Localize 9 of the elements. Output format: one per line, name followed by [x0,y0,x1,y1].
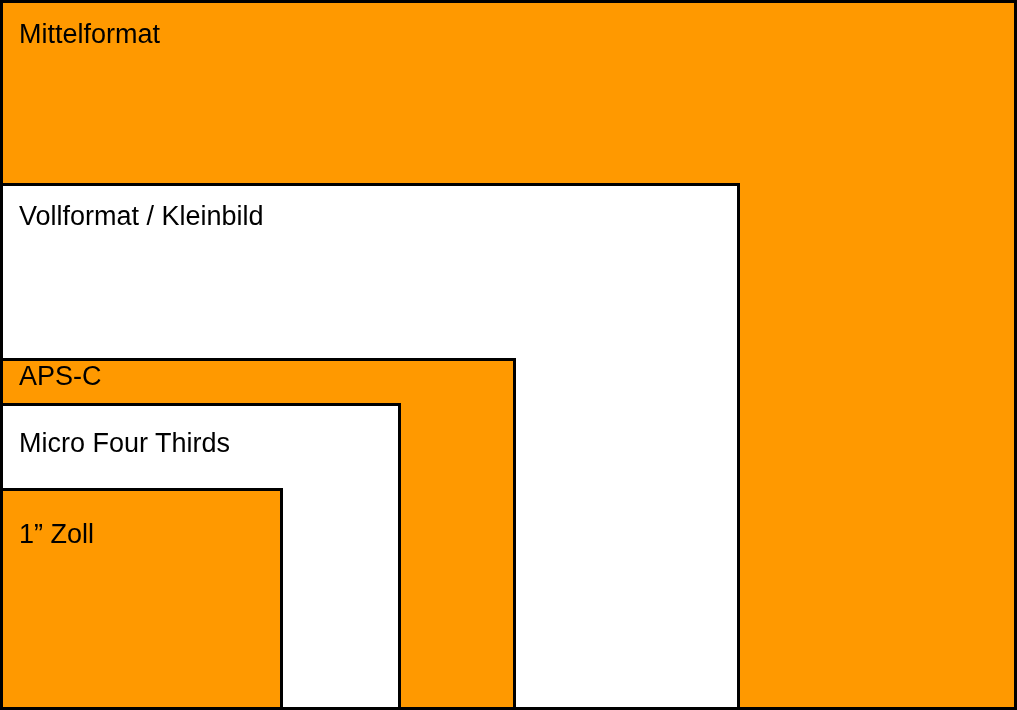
format-label: Micro Four Thirds [19,430,231,457]
format-label: Vollformat / Kleinbild [19,203,264,230]
format-label: Mittelformat [19,21,161,48]
sensor-format-box [0,403,401,710]
sensor-format-box [0,183,740,710]
format-label: 1” Zoll [19,521,94,548]
sensor-format-box [0,488,283,710]
format-label: APS-C [19,363,102,390]
sensor-format-box [0,358,516,710]
